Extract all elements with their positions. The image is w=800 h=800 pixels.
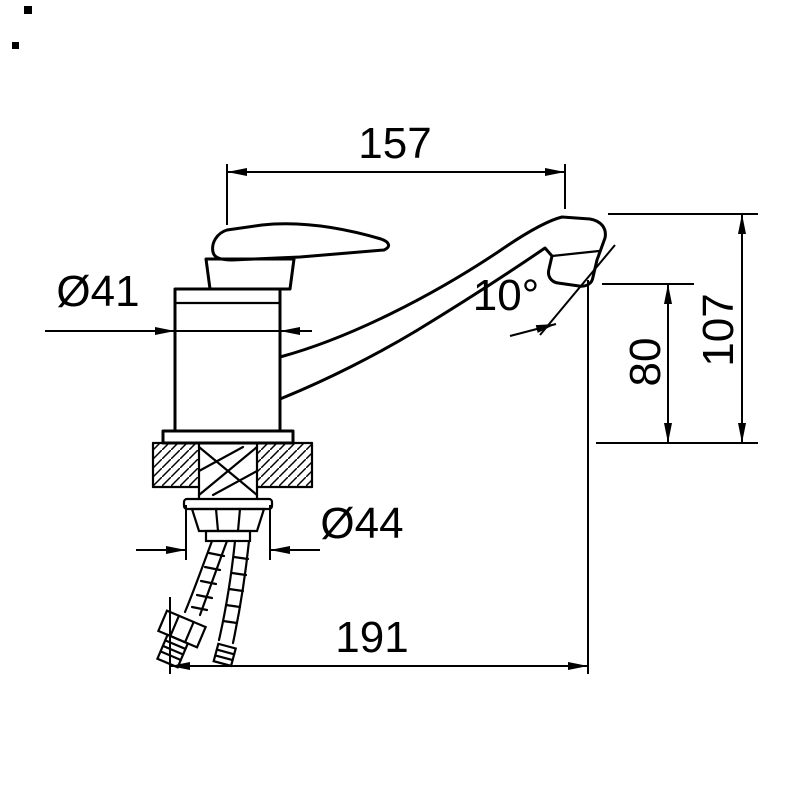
tip-thread-tick xyxy=(161,644,185,656)
shank-thread-cross-2 xyxy=(197,445,259,497)
dimension-label-157: 157 xyxy=(358,119,431,168)
handle-cap xyxy=(204,257,296,291)
shank-thread-tick-2 xyxy=(211,469,259,497)
hose-2-tip xyxy=(212,642,238,668)
dimension-aerator-angle: 10° xyxy=(473,244,616,337)
base-flange xyxy=(161,429,295,445)
dimension-overall-length: 191 xyxy=(169,280,589,674)
nut-facet-1 xyxy=(214,507,220,533)
faucet-body xyxy=(173,287,282,433)
mounting-hardware xyxy=(182,441,274,543)
counter-hatch-right xyxy=(257,443,312,487)
hose-braid-tick xyxy=(207,551,226,558)
aerator-joint-line xyxy=(550,249,601,258)
hose-1-edge-right xyxy=(198,539,229,617)
hose-braid-tick xyxy=(230,571,248,577)
dimension-label-191: 191 xyxy=(335,613,408,662)
dimension-body-diameter: Ø41 xyxy=(45,267,312,335)
hose-braid-tick xyxy=(190,605,209,612)
hose-braid-tick xyxy=(195,593,214,600)
dimension-mounting-diameter: Ø44 xyxy=(136,499,404,560)
dimension-overall-height: 107 xyxy=(608,213,758,443)
nut-facet-2 xyxy=(236,507,242,533)
registration-mark-2 xyxy=(12,42,19,49)
hose-1-edge-left xyxy=(183,539,214,614)
supply-hoses xyxy=(155,539,251,669)
hose-braid-tick xyxy=(227,587,245,593)
dimension-spout-reach: 157 xyxy=(226,119,566,225)
spout xyxy=(278,215,607,401)
dimension-label-d41: Ø41 xyxy=(56,267,139,316)
tip-thread-tick xyxy=(215,648,236,656)
handle-lever xyxy=(211,222,390,262)
dimension-label-d44: Ø44 xyxy=(320,499,403,548)
hex-fitting-facet xyxy=(169,614,181,638)
mounting-washer xyxy=(182,497,274,511)
hose-connector-block xyxy=(204,529,252,543)
hose-braid-tick xyxy=(221,619,239,625)
registration-mark-1 xyxy=(24,6,32,14)
dimension-label-107: 107 xyxy=(694,293,743,366)
hose-2-edge-right xyxy=(231,539,251,645)
hose-braid-tick xyxy=(199,579,218,586)
hex-fitting-facet xyxy=(183,620,195,644)
dimension-label-80: 80 xyxy=(621,338,670,387)
mounting-nut xyxy=(190,507,266,533)
dimension-label-10deg: 10° xyxy=(473,271,540,320)
hose-braid-tick xyxy=(203,565,222,572)
hose-hex-fitting xyxy=(155,609,208,669)
hose-braid-tick xyxy=(224,603,242,609)
shank-thread-tick-1 xyxy=(197,445,245,473)
counter-hatch-left xyxy=(153,443,199,487)
hose-braid-tick xyxy=(232,555,250,561)
tip-thread-tick xyxy=(214,654,234,662)
tip-thread-tick xyxy=(164,639,187,651)
counter-section xyxy=(151,441,314,489)
dimension-spout-height: 80 xyxy=(596,283,758,444)
leader-arrow xyxy=(509,323,557,337)
angle-reference-line xyxy=(539,244,616,336)
